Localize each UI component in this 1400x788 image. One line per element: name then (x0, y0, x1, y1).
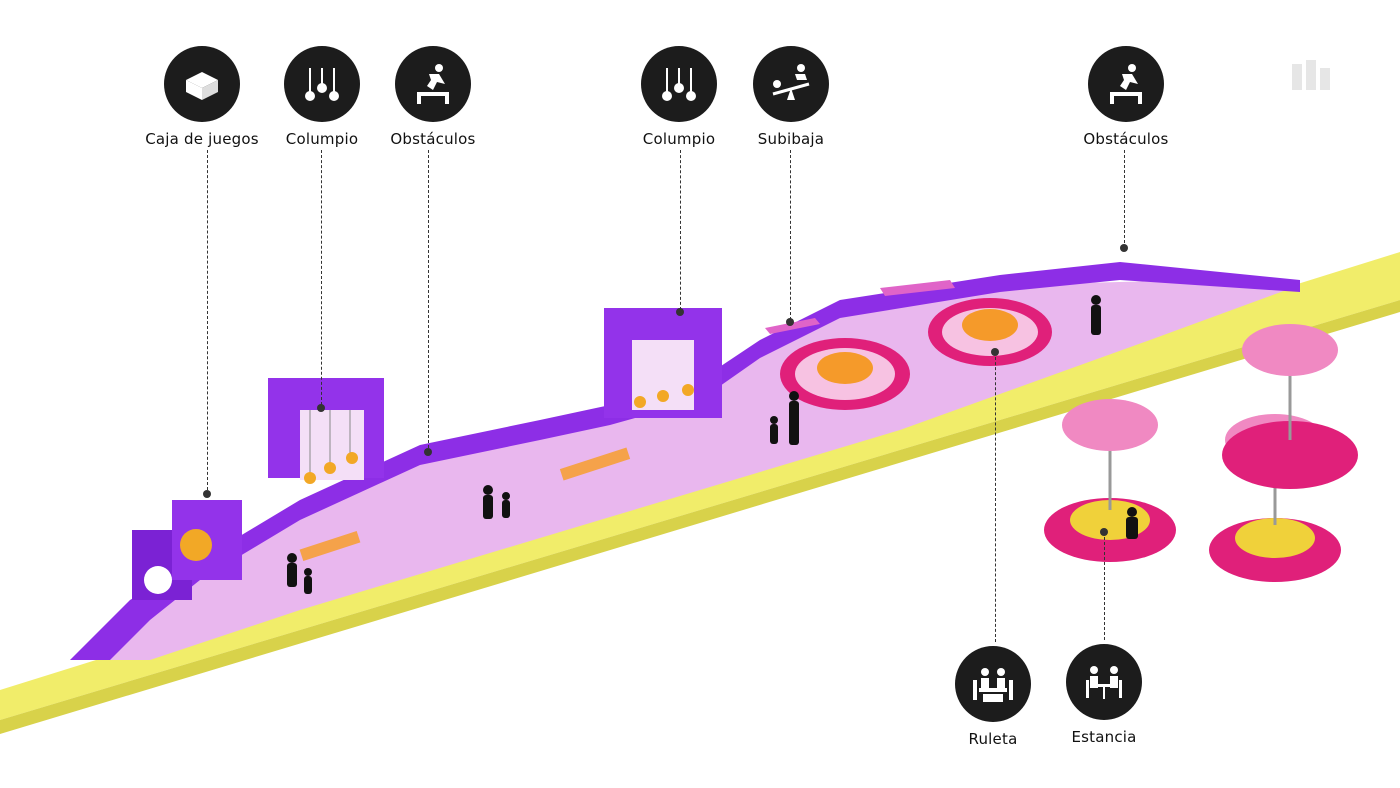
leader-caja-de-juegos (207, 150, 208, 490)
callout-label: Subibaja (757, 130, 825, 148)
table-seating-icon (1066, 644, 1142, 720)
roulette-2 (928, 298, 1052, 366)
callout-obstaculos-2: Obstáculos (1051, 46, 1201, 148)
leader-subibaja (790, 150, 791, 320)
leader-dot (676, 308, 684, 316)
callout-estancia: Estancia (1029, 644, 1179, 746)
callout-label: Columpio (285, 130, 359, 148)
hopscotch-markings (299, 447, 631, 561)
box-icon (164, 46, 240, 122)
callout-label: Columpio (642, 130, 716, 148)
swing-icon (284, 46, 360, 122)
leader-dot (424, 448, 432, 456)
leader-ruleta (995, 352, 996, 642)
leader-estancia (1104, 532, 1105, 640)
callout-subibaja: Subibaja (716, 46, 866, 148)
umbrella-seating-1 (1044, 399, 1176, 562)
swing-frame-1 (268, 378, 384, 484)
play-floor (70, 280, 1300, 660)
leader-dot (991, 348, 999, 356)
seesaw-icon (753, 46, 829, 122)
group-seating-icon (955, 646, 1031, 722)
callout-ruleta: Ruleta (918, 646, 1068, 748)
callout-label: Estancia (1071, 728, 1137, 746)
leader-obstaculos-2 (1124, 150, 1125, 248)
walkway-edge (0, 300, 1400, 734)
roulette-1 (780, 338, 910, 410)
callout-label: Caja de juegos (145, 130, 259, 148)
callout-label: Ruleta (968, 730, 1018, 748)
people-silhouettes (287, 295, 1138, 594)
callout-label: Obstáculos (390, 130, 476, 148)
play-box-structure (132, 500, 242, 600)
leader-dot (1100, 528, 1108, 536)
swing-icon (641, 46, 717, 122)
callout-caja-de-juegos: Caja de juegos (127, 46, 277, 148)
brand-logo (1292, 60, 1330, 90)
leader-obstaculos-1 (428, 150, 429, 448)
callout-columpio-2: Columpio (604, 46, 754, 148)
hurdle-icon (395, 46, 471, 122)
callout-label: Obstáculos (1083, 130, 1169, 148)
seesaw-pink-1 (765, 318, 820, 334)
leader-dot (203, 490, 211, 498)
leader-dot (1120, 244, 1128, 252)
hurdle-icon (1088, 46, 1164, 122)
leader-columpio-1 (321, 150, 322, 405)
leader-dot (317, 404, 325, 412)
callout-obstaculos-1: Obstáculos (358, 46, 508, 148)
callout-columpio-1: Columpio (247, 46, 397, 148)
umbrella-seating-3 (1222, 324, 1358, 489)
swing-frame-2 (604, 308, 722, 418)
leader-dot (786, 318, 794, 326)
seesaw-pink-2 (880, 280, 955, 296)
leader-columpio-2 (680, 150, 681, 310)
